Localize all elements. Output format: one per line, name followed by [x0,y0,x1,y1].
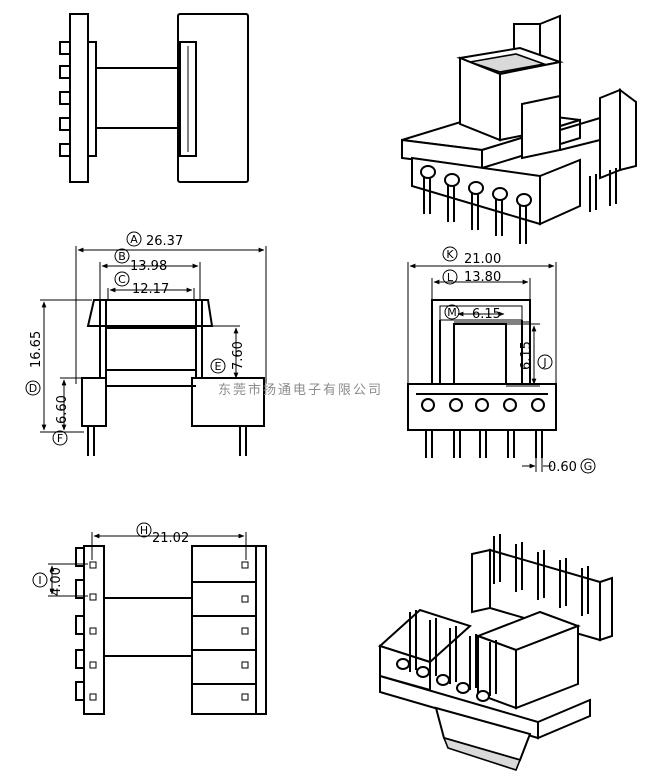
dim-B: B 13.98 [114,248,167,274]
dim-value: 4.00 [49,567,64,596]
dim-D: D 16.65 [25,331,44,396]
dim-I: I 4.00 [32,567,64,596]
dim-F: F 6.60 [52,395,70,446]
top-view [59,13,249,183]
dim-letter: I [38,574,41,587]
dim-letter: J [542,356,546,369]
dim-letter: E [215,360,222,373]
dim-value: 26.37 [146,234,183,249]
dim-value: 7.60 [231,341,246,370]
dim-value: 0.60 [548,460,577,475]
dim-L: L 13.80 [442,269,501,285]
pin-stub [59,143,71,157]
front-view [40,246,267,456]
dim-C: C 12.17 [114,271,169,297]
dimension-lines [41,247,555,595]
dim-value: 21.00 [464,252,501,267]
dim-value: 6.15 [519,341,534,370]
dim-value: 6.15 [472,307,501,322]
dim-value: 13.80 [464,270,501,285]
dim-M: M 6.15 [444,304,501,322]
company-watermark: 东莞市扬通电子有限公司 [218,382,383,398]
dim-H: H 21.02 [136,522,189,546]
dim-value: 16.65 [29,331,44,368]
dim-letter: D [29,382,37,395]
dim-letter: C [118,273,126,286]
dim-value: 21.02 [152,531,189,546]
dim-value: 6.60 [55,395,70,424]
dim-letter: B [118,250,126,263]
dim-letter: L [447,271,454,284]
dim-letter: M [447,306,457,319]
side-view [407,262,557,472]
left-flange [69,13,89,183]
pin-stub [59,117,71,131]
dim-letter: K [446,248,454,261]
dim-K: K 21.00 [442,246,501,267]
right-base-block [191,377,265,427]
dim-letter: F [57,432,63,445]
iso-view-top [401,14,637,244]
dim-J: J 6.15 [519,341,553,370]
bottom-view [48,532,267,715]
pin-stub [59,65,71,79]
dim-value: 12.17 [132,282,169,297]
dim-A: A 26.37 [126,231,183,249]
pin-stub [59,41,71,55]
dim-E: E 7.60 [210,341,246,374]
dim-value: 13.98 [130,259,167,274]
left-inner-wall [87,41,97,157]
dim-G: 0.60 G [548,458,596,475]
dim-letter: A [130,233,138,246]
dim-letter: H [140,524,148,537]
pin-stub [59,91,71,105]
dim-letter: G [584,460,593,473]
left-base-block [81,377,107,427]
iso-view-bottom [378,534,613,771]
